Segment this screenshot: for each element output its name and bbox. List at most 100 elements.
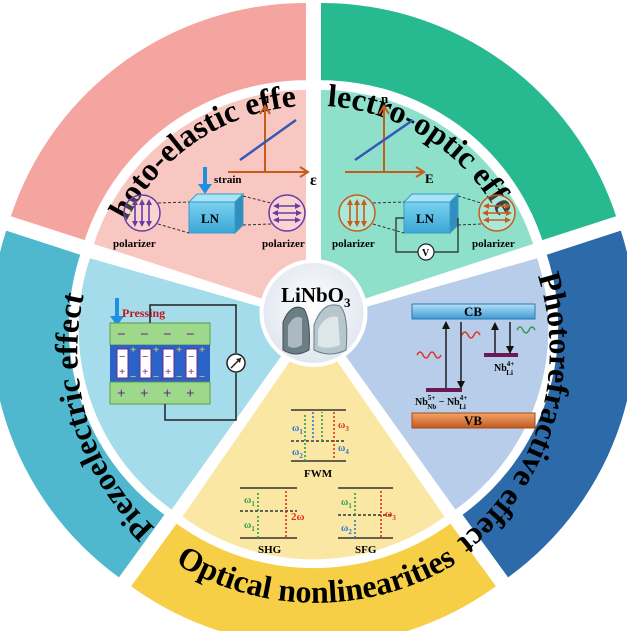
ring-piezoelectric [0,230,165,578]
fwm-w4: ω4 [338,443,349,456]
eo-polarizer-right [478,194,516,232]
piezo-bottom-electrode [109,381,211,405]
svg-text:−: − [140,327,149,343]
pe-polarizer-right: polarizer [262,238,305,250]
sfg-label: SFG [355,544,377,556]
ring-photorefractive [462,230,627,578]
svg-text:−: − [130,371,136,383]
svg-text:+: + [153,344,159,356]
eo-axis-n: n [381,91,389,106]
svg-text:+: + [130,344,136,356]
panel-optical-nonlinear [182,327,445,560]
sfg-levels [338,487,393,539]
piezo-bottom-plus-row: + + + + [117,386,195,402]
n-eps-graph [228,104,310,178]
svg-text:+: + [142,366,148,378]
fwm-levels [291,409,346,462]
piezo-top-minus-row: −− −− [117,327,195,343]
fwm-arrows [304,412,335,461]
sfg-arrows [354,491,382,538]
ring-optical-nonlinear [131,523,496,631]
ln-crystal-pe: LN [187,192,245,235]
strain-arrow-head [198,184,212,194]
shg-label: SHG [258,544,282,556]
pe-dashed-lines [157,195,272,234]
svg-text:+: + [165,366,171,378]
svg-text:−: − [165,351,171,363]
fwm-w2: ω2 [292,447,303,460]
svg-text:−: − [176,371,182,383]
center-formula: LiNbO3 [281,283,351,310]
svg-text:+: + [119,366,125,378]
ring-photo-elastic [10,2,307,241]
polarizer-horizontal [268,194,306,232]
svg-text:−: − [119,351,125,363]
piezo-dipoles: −− −− ++ ++ ++ ++ −− −− [116,344,205,383]
svg-text:+: + [163,386,172,402]
axis-eps-label: ε [310,172,317,189]
eo-axis-E: E [425,171,434,186]
svg-text:+: + [186,386,195,402]
axis-n-label: n [262,91,270,106]
green-wave-icon [516,326,536,334]
vb-label: VB [464,413,482,428]
eo-polarizer-left [338,194,376,232]
nb-li-level [484,353,518,357]
photorefractive-content: CB VB Nb4+Li Nb5+Nb − Nb4+Li [411,303,536,429]
inner-panels [78,89,549,560]
nb-li-label: Nb4+Li [494,360,514,377]
svg-text:+: + [176,344,182,356]
cb-band [411,303,536,320]
shg-arrows [257,491,287,538]
shg-w1b: ω1 [244,520,255,533]
voltage-circuit [395,217,459,253]
vb-band [411,412,536,429]
pressing-label: Pressing [122,306,165,320]
svg-text:+: + [140,386,149,402]
sfg-w2: ω2 [341,523,352,536]
ln-crystal-eo: LN [402,192,460,235]
fwm-label: FWM [304,468,333,480]
crystal-boule-left [282,306,310,355]
svg-text:−: − [188,351,194,363]
photo-elastic-content: n ε strain LN [113,91,317,250]
pressing-arrow-head [110,316,124,326]
shg-2w: 2ω [291,511,305,523]
shg-w1: ω1 [244,495,255,508]
pr-arrow-heads [442,321,514,389]
voltage-label: V [422,248,430,259]
ring-electro-optic [321,2,617,241]
polarizer-vertical [123,194,161,232]
sfg-w3: ω3 [385,509,396,522]
svg-text:LN: LN [201,211,220,226]
shg-levels [240,487,297,539]
n-eps-line [239,118,297,162]
eo-polarizer-left-label: polarizer [332,238,375,250]
svg-text:+: + [199,344,205,356]
piezo-circuit [149,304,237,421]
piezo-content: Pressing −− −− −− −− ++ ++ ++ ++ −− −− [109,298,246,421]
n-E-line [354,118,414,162]
electro-optic-content: n E LN V [332,91,516,261]
svg-text:−: − [199,371,205,383]
nb-nb-label: Nb5+Nb − Nb4+Li [415,394,467,411]
meter-icon [226,353,246,373]
svg-text:+: + [188,366,194,378]
voltage-source [417,243,435,261]
svg-text:−: − [142,351,148,363]
nonlinear-content: ω1 ω2 ω3 ω4 FWM ω1 ω1 2ω SHG [240,409,396,556]
svg-text:+: + [117,386,126,402]
nb-nb-level [426,388,462,392]
strain-label: strain [214,174,242,186]
center-disc: LiNbO3 [259,259,368,367]
svg-text:−: − [163,327,172,343]
eo-dashed-lines [372,195,482,234]
pe-polarizer-left: polarizer [113,238,156,250]
svg-text:−: − [153,371,159,383]
crystal-boule-right [313,304,348,355]
eo-polarizer-right-label: polarizer [472,238,515,250]
pr-arrows [445,322,511,388]
cb-label: CB [464,304,482,319]
